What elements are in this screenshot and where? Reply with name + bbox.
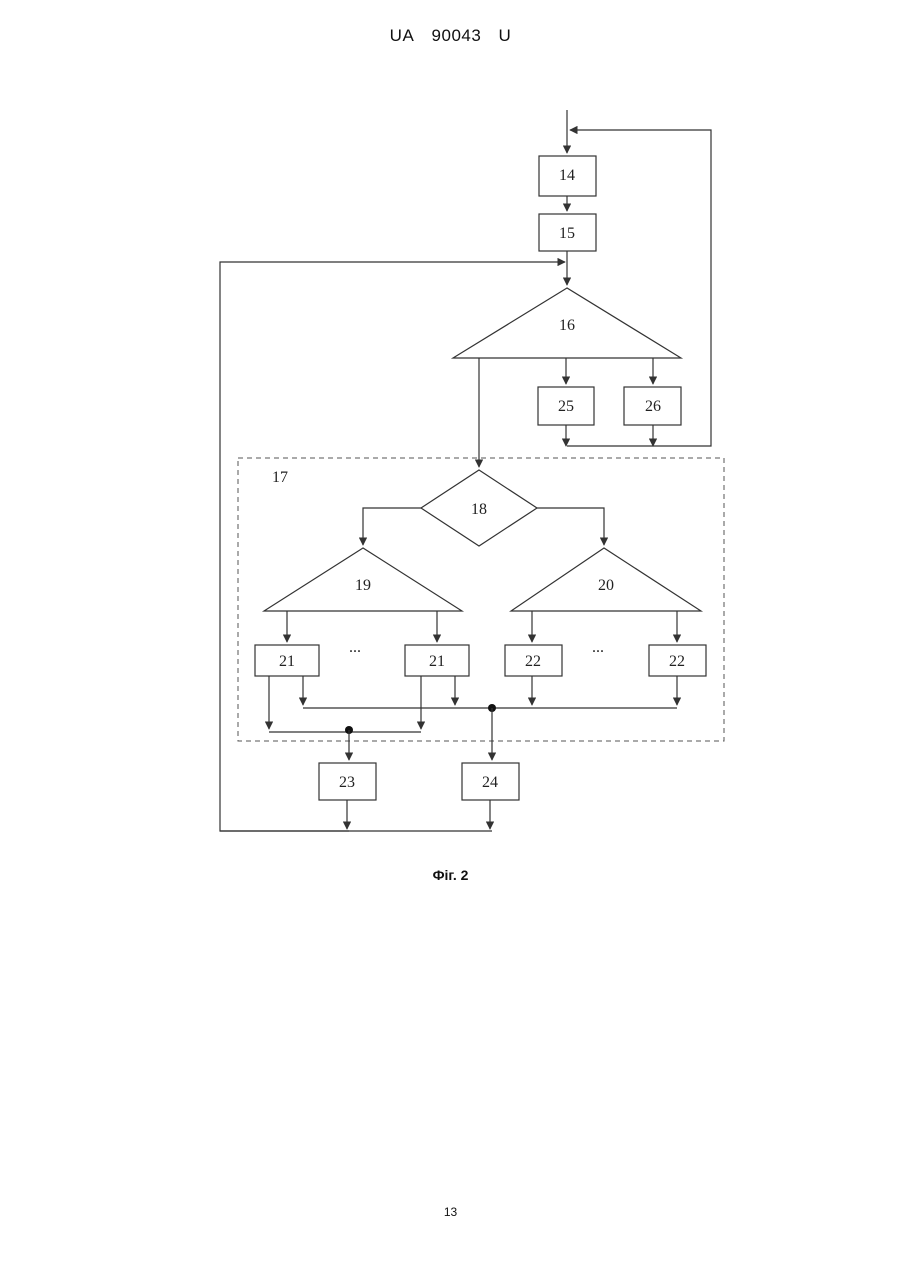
figure-caption: Фіг. 2	[0, 867, 901, 883]
ellipsis-21: ...	[349, 639, 361, 656]
label-14: 14	[559, 167, 575, 184]
label-19: 19	[355, 577, 371, 594]
ellipsis-22: ...	[592, 639, 604, 656]
label-26: 26	[645, 398, 661, 415]
label-16: 16	[559, 317, 575, 334]
label-18: 18	[471, 501, 487, 518]
flowchart-diagram: 17 14 15 16 25 26 18 19 20 21 ... 21	[0, 0, 901, 900]
label-21-first: 21	[279, 653, 295, 670]
label-21-last: 21	[429, 653, 445, 670]
edge-18-20	[537, 508, 604, 545]
page-number: 13	[0, 1205, 901, 1219]
label-17: 17	[272, 469, 288, 486]
label-20: 20	[598, 577, 614, 594]
label-24: 24	[482, 774, 498, 791]
label-25: 25	[558, 398, 574, 415]
label-23: 23	[339, 774, 355, 791]
edge-18-19	[363, 508, 421, 545]
label-22-last: 22	[669, 653, 685, 670]
label-22-first: 22	[525, 653, 541, 670]
label-15: 15	[559, 225, 575, 242]
